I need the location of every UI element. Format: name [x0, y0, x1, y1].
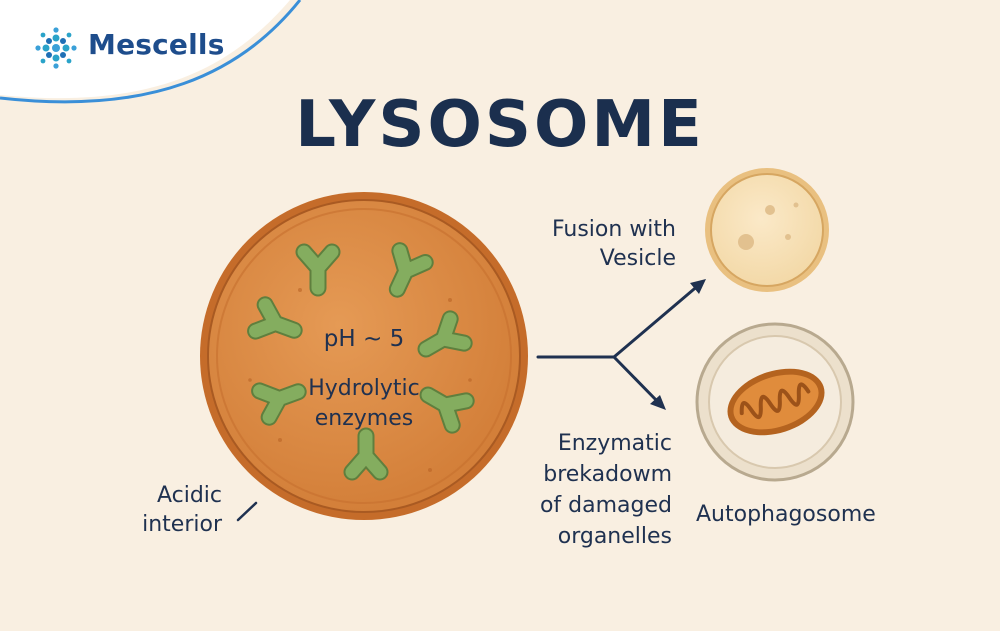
ph-label: pH ~ 5	[323, 326, 405, 352]
brand-name[interactable]: Mescells	[88, 28, 225, 61]
fusion-label: Fusion with Vesicle	[510, 215, 676, 273]
autophagosome-label: Autophagosome	[696, 502, 876, 527]
breakdown-label: Enzymatic brekadowm of damaged organelle…	[500, 428, 672, 552]
mitochondrion-icon	[727, 368, 825, 436]
acidic-pointer-line	[236, 501, 258, 522]
header-swoosh	[0, 0, 290, 99]
enzymes-label-line: Hydrolytic	[308, 376, 420, 401]
acidic-label-line: interior	[142, 512, 222, 537]
autophagosome-icon	[695, 322, 855, 482]
fusion-label-line: Vesicle	[599, 246, 676, 271]
arrow-head-icon	[650, 395, 666, 410]
mescells-logo-icon	[35, 27, 77, 69]
breakdown-label-line: Enzymatic	[557, 431, 672, 456]
page-title: LYSOSOME	[295, 88, 705, 162]
fusion-label-line: Fusion with	[551, 217, 676, 242]
lysosome-cell	[200, 192, 528, 520]
enzymes-label: Hydrolytic enzymes	[284, 374, 444, 434]
header-swoosh-line	[0, 0, 302, 104]
pathway-arrows	[536, 282, 702, 406]
acidic-label-line: Acidic	[156, 483, 222, 508]
breakdown-label-line: of damaged	[539, 493, 672, 518]
acidic-interior-label: Acidic interior	[110, 481, 222, 539]
arrow-head-icon	[690, 279, 706, 294]
vesicle-icon	[705, 168, 829, 292]
breakdown-label-line: organelles	[557, 524, 672, 549]
enzymes-label-line: enzymes	[314, 406, 414, 431]
breakdown-label-line: brekadowm	[543, 462, 672, 487]
